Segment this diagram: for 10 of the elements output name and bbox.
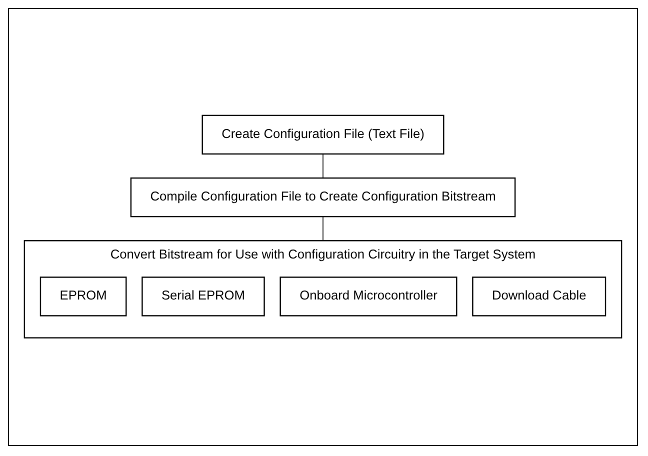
node-box	[472, 276, 606, 317]
cluster	[24, 240, 622, 339]
connector	[322, 154, 324, 179]
node-box	[130, 178, 516, 218]
connector	[322, 216, 324, 242]
node-box	[40, 276, 127, 317]
node-box	[280, 276, 458, 317]
node-box	[142, 276, 265, 317]
node-box	[202, 115, 444, 155]
diagram-frame: Convert Bitstream for Use with Configuration Circuitry in the Target System EPROM Serial EPROM Onboard Microcontroller Download Cable Create Configuration File (Text File) Compile Configuration File to Create Configuration Bitstream	[8, 8, 638, 446]
